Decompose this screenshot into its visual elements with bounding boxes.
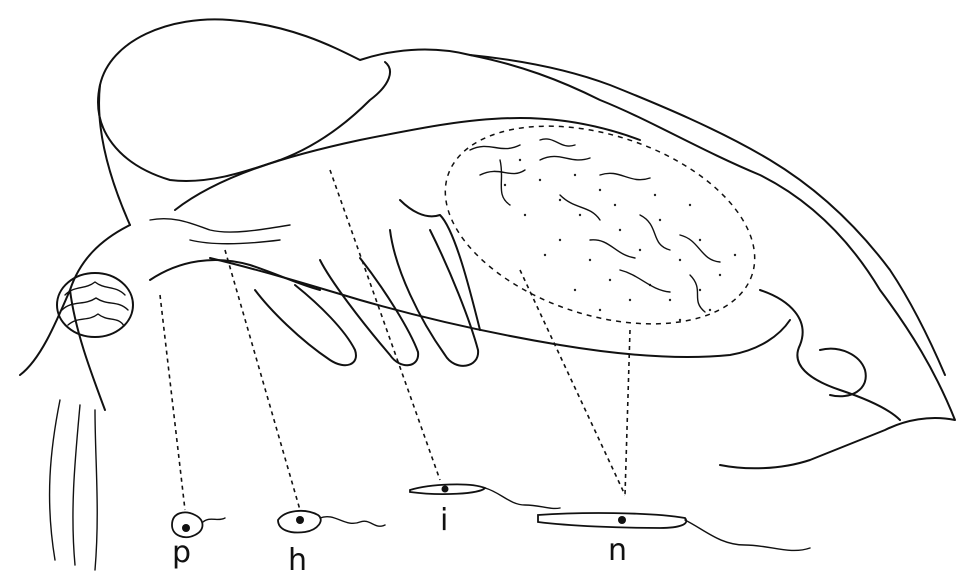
gut-upper-wall	[175, 118, 640, 210]
antenna-left	[50, 400, 98, 570]
label-i: i	[440, 503, 448, 538]
gut-lower-wall	[210, 258, 790, 357]
cell-i	[410, 484, 560, 508]
leader-i	[330, 170, 440, 480]
compound-eye	[57, 273, 133, 337]
leader-n-1	[520, 270, 625, 495]
leg-3	[390, 230, 478, 366]
head-lobe	[98, 62, 390, 181]
cell-p	[172, 512, 225, 537]
leader-h	[225, 250, 300, 510]
gonad-outline	[420, 90, 780, 360]
cell-n	[538, 513, 810, 550]
upper-wing-fringe	[470, 55, 945, 375]
gonad-stipple	[504, 159, 736, 321]
proboscis	[150, 219, 290, 244]
leg-4	[400, 200, 480, 330]
label-n: n	[608, 533, 627, 568]
cell-h	[278, 511, 385, 533]
leg-1	[255, 285, 356, 365]
terminalia	[760, 290, 900, 420]
label-p: p	[172, 535, 191, 570]
head-front	[20, 225, 130, 410]
gonad-filaments	[470, 139, 720, 312]
label-h: h	[288, 543, 307, 578]
leader-p	[160, 295, 185, 510]
